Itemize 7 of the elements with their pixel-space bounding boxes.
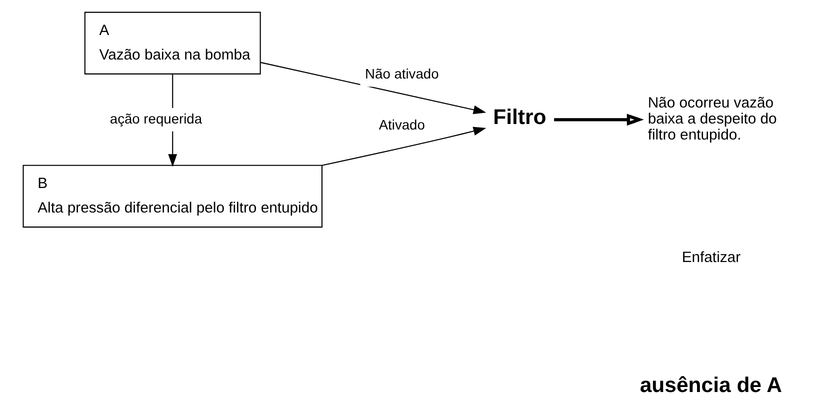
edge-label: Ativado [378,116,425,133]
edge-label: Não ativado [365,66,439,82]
edge-label: ação requerida [110,110,202,126]
label: Enfatizar [682,250,741,266]
label: ausência de A [640,372,782,397]
node-text: Não ocorreu vazão baixa a despeito do filtro entupido. [648,96,777,144]
node-text: Filtro [493,104,546,129]
